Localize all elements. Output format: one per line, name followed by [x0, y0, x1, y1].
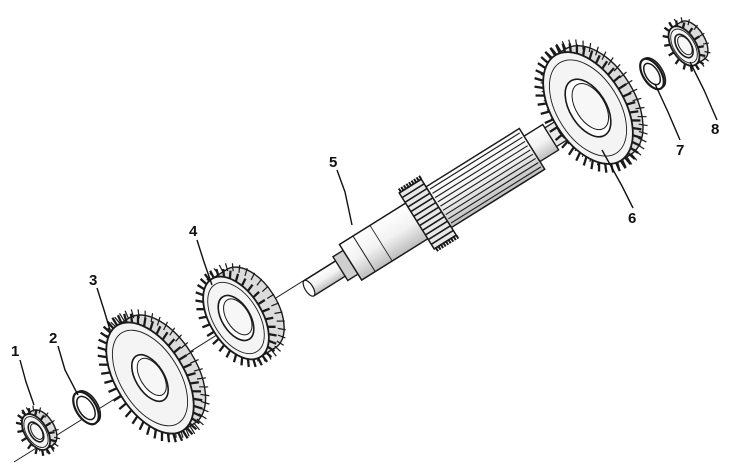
- leader-5: [336, 169, 353, 226]
- leader-3: [96, 287, 111, 331]
- callout-1: 1: [11, 343, 19, 360]
- callout-6: 6: [628, 210, 636, 227]
- leader-7: [654, 83, 681, 141]
- leader-4: [196, 239, 213, 286]
- callout-7: 7: [676, 142, 684, 159]
- part-3-large-gear: [97, 309, 210, 443]
- callout-4: 4: [189, 223, 198, 240]
- leader-2: [57, 345, 79, 396]
- part-8-small-gear: [662, 17, 711, 72]
- main-shaft: [302, 119, 570, 297]
- leader-1: [19, 359, 35, 406]
- callout-8: 8: [711, 121, 719, 138]
- part-2-snap-ring: [72, 390, 102, 426]
- part-6-large-gear: [534, 39, 648, 173]
- part-1-small-gear: [15, 405, 61, 457]
- leader-6: [601, 149, 634, 209]
- callout-3: 3: [89, 272, 97, 289]
- part-7-snap-ring: [639, 57, 667, 91]
- callout-5: 5: [329, 154, 337, 171]
- leader-lines: [19, 61, 718, 406]
- leader-8: [689, 61, 718, 121]
- callout-labels: 1 2 3 4 5 6 7 8: [11, 121, 719, 360]
- part-4-medium-gear: [195, 263, 286, 368]
- callout-2: 2: [49, 330, 57, 347]
